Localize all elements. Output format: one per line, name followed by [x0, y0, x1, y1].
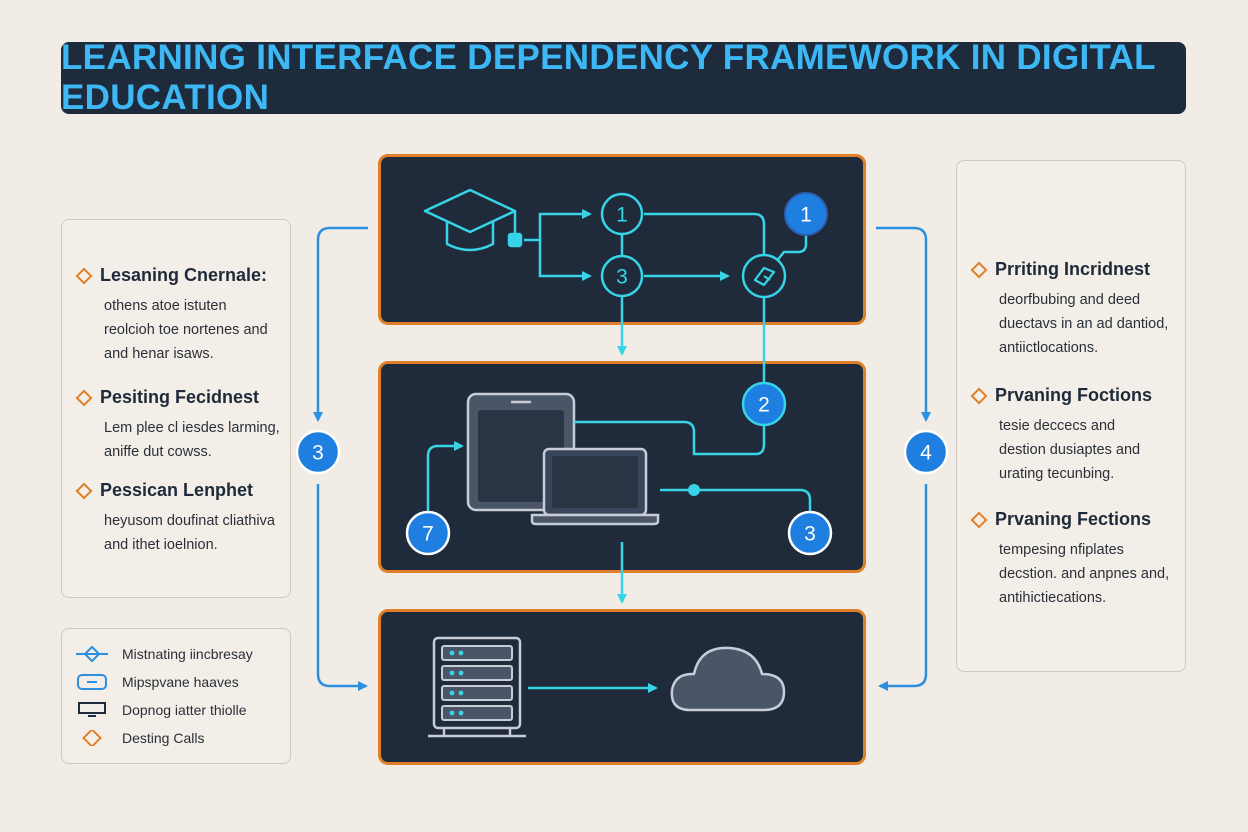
graduation-cap-icon	[423, 188, 523, 252]
item-body: tempesing nfiplates decstion. and anpnes…	[971, 538, 1175, 610]
legend-label: Desting Calls	[122, 730, 205, 746]
side-node-left: 3	[295, 429, 341, 475]
item-line: antiictlocations.	[999, 340, 1099, 356]
item-title: Pesiting Fecidnest	[100, 387, 260, 407]
item-body: tesie deccecs and destion dusiaptes and …	[971, 414, 1175, 486]
right-item-1: Prriting Incridnest deorfbubing and deed…	[970, 259, 1175, 360]
top-flow-lines	[524, 209, 808, 384]
node-label: 2	[758, 394, 770, 417]
legend-row: Dopnog iatter thiolle	[76, 702, 247, 718]
legend-label: Dopnog iatter thiolle	[122, 702, 247, 718]
item-body: othens atoe istuten reolcioh toe nortene…	[76, 294, 280, 366]
legend-panel: Mistnating iincbresay Mipspvane haaves D…	[61, 628, 291, 764]
item-body: heyusom doufinat cliathiva and ithet ioe…	[76, 509, 280, 557]
legend-row: Mipspvane haaves	[76, 674, 239, 690]
top-node-1: 1	[600, 192, 644, 236]
left-bottom-arrow	[316, 484, 368, 691]
item-line: duectavs in an ad dantiod,	[999, 316, 1169, 332]
item-line: deorfbubing and deed	[999, 292, 1141, 308]
right-bottom-arrow	[878, 484, 928, 691]
middle-flow-lines	[426, 420, 812, 512]
right-description-panel: Prriting Incridnest deorfbubing and deed…	[956, 160, 1186, 672]
node-label: 3	[804, 523, 816, 546]
connector-node-icon	[76, 646, 108, 662]
legend-row: Desting Calls	[76, 730, 204, 746]
node-label: 1	[616, 204, 628, 227]
item-line: antihictiecations.	[999, 590, 1107, 606]
item-line: aniffe dut cowss.	[104, 444, 212, 460]
item-line: destion dusiaptes and	[999, 442, 1141, 458]
cloud-icon	[670, 646, 786, 712]
top-node-3: 3	[600, 254, 644, 298]
node-label: 7	[422, 523, 434, 546]
item-title: Prriting Incridnest	[995, 259, 1151, 279]
device-outline-icon	[76, 674, 108, 690]
node-label: 3	[616, 266, 628, 289]
item-line: tempesing nfiplates	[999, 542, 1124, 558]
share-icon	[753, 266, 776, 287]
left-item-2: Pesiting Fecidnest Lem plee cl iesdes la…	[75, 387, 280, 464]
middle-node-2: 2	[741, 381, 787, 427]
diamond-icon	[76, 730, 108, 746]
title-bar: LEARNING INTERFACE DEPENDENCY FRAMEWORK …	[61, 38, 1186, 117]
legend-label: Mistnating iincbresay	[122, 646, 253, 662]
item-body: deorfbubing and deed duectavs in an ad d…	[971, 288, 1175, 360]
left-item-3: Pessican Lenphet heyusom doufinat cliath…	[75, 480, 280, 557]
outer-flow-lines	[313, 226, 931, 691]
node-label: 3	[312, 442, 324, 465]
node-label: 1	[800, 204, 812, 227]
left-down-arrow	[313, 226, 368, 422]
item-title: Lesaning Cnernale:	[100, 265, 268, 285]
top-hub-node	[741, 253, 787, 299]
left-item-1: Lesaning Cnernale: othens atoe istuten r…	[75, 265, 280, 366]
item-title: Pessican Lenphet	[100, 480, 254, 500]
item-title: Prvaning Fections	[995, 509, 1152, 529]
right-item-2: Prvaning Foctions tesie deccecs and dest…	[970, 385, 1175, 486]
laptop-icon	[530, 447, 660, 526]
right-down-arrow	[876, 226, 931, 422]
middle-node-3: 3	[787, 510, 833, 556]
right-item-3: Prvaning Fections tempesing nfiplates de…	[970, 509, 1175, 610]
legend-label: Mipspvane haaves	[122, 674, 239, 690]
item-line: urating tecunbing.	[999, 466, 1115, 482]
item-title: Prvaning Foctions	[995, 385, 1153, 405]
server-rack-icon	[428, 636, 526, 738]
top-node-1-blue: 1	[784, 192, 828, 236]
item-line: reolcioh toe nortenes and	[104, 322, 268, 338]
page-title: LEARNING INTERFACE DEPENDENCY FRAMEWORK …	[61, 38, 1156, 117]
item-line: tesie deccecs and	[999, 418, 1116, 434]
item-line: and ithet ioelnion.	[104, 537, 218, 553]
item-body: Lem plee cl iesdes larming, aniffe dut c…	[76, 416, 280, 464]
item-line: decstion. and anpnes and,	[999, 566, 1170, 582]
item-line: Lem plee cl iesdes larming,	[104, 420, 280, 436]
left-description-panel: Lesaning Cnernale: othens atoe istuten r…	[61, 219, 291, 598]
item-line: and henar isaws.	[104, 346, 214, 362]
item-line: heyusom doufinat cliathiva	[104, 513, 275, 529]
item-line: othens atoe istuten	[104, 298, 227, 314]
monitor-icon	[76, 702, 108, 718]
junction-dot	[688, 484, 700, 496]
side-node-right: 4	[903, 429, 949, 475]
middle-node-7: 7	[405, 510, 451, 556]
node-label: 4	[920, 442, 932, 465]
legend-row: Mistnating iincbresay	[76, 646, 253, 662]
